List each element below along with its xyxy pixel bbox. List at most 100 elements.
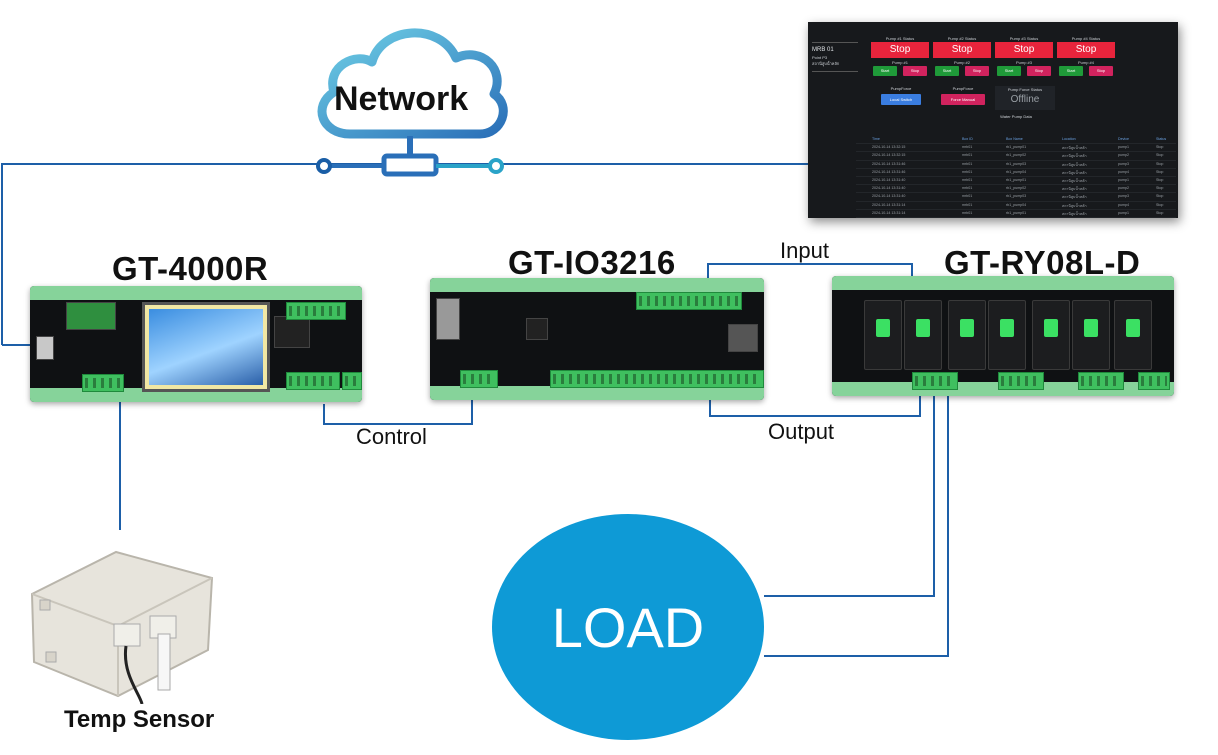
table-cell: Stop (1156, 194, 1164, 199)
table-cell: 2024-10-14 13:31:40 (872, 186, 906, 191)
table-cell: rb1_pump03 (1006, 194, 1027, 199)
table-cell: mrb01 (962, 161, 973, 166)
table-cell: mrb01 (962, 169, 973, 174)
output-label: Output (768, 419, 835, 444)
table-cell: 2024-10-14 13:31:14 (872, 202, 906, 207)
table-cell: 2024-10-14 13:31:40 (872, 177, 906, 182)
table-body: 2024-10-14 13:32:15 mrb01 rb1_pump01 สถานีส… (856, 144, 1176, 218)
pump-3-status-label: Pump #3 Status (1009, 36, 1039, 41)
table-cell: mrb01 (962, 177, 973, 182)
table-cell: Stop (1156, 169, 1164, 174)
table-cell: 2024-10-14 13:31:40 (872, 194, 906, 199)
table-cell: pump2 (1118, 186, 1129, 191)
pump-2-start-button[interactable]: Start (935, 66, 959, 76)
load-wire-1 (764, 384, 935, 597)
input-label: Input (780, 238, 829, 263)
local-switch-button[interactable]: Local Switch (881, 94, 921, 105)
pump-force-label: PumpForce (890, 86, 912, 91)
network-hub-icon (316, 136, 504, 177)
pump-3-stop-button[interactable]: Stop (1027, 66, 1051, 76)
load-circle: LOAD (492, 514, 764, 740)
pump-4-name: Pump #4 (1077, 60, 1094, 65)
gt4000r-title: GT-4000R (112, 250, 269, 287)
table-cell: pump2 (1118, 153, 1129, 158)
table-cell: pump4 (1118, 169, 1129, 174)
control-label: Control (356, 424, 427, 449)
pump-1-name: Pump #1 (891, 60, 908, 65)
table-cell: pump3 (1118, 194, 1129, 199)
table-row: 2024-10-14 13:31:46 mrb01 rb1_pump04 สถานีส… (856, 169, 1176, 177)
table-cell: 2024-10-14 13:32:15 (872, 145, 906, 150)
table-cell: mrb01 (962, 202, 973, 207)
table-cell: สถานีสูบน้ำหลัก (1062, 154, 1087, 159)
pump-4-stop-button[interactable]: Stop (1089, 66, 1113, 76)
wifi-module (66, 302, 116, 330)
table-cell: rb1_pump01 (1006, 177, 1027, 182)
force-manual-button[interactable]: Force Manual (941, 94, 985, 105)
table-cell: สถานีสูบน้ำหลัก (1062, 211, 1087, 216)
table-cell: mrb01 (962, 145, 973, 150)
pump-2-card: Pump #2 Status Stop Pump #2 Start Stop (933, 36, 991, 84)
temp-sensor-device (30, 550, 214, 704)
gtry08ld-title: GT-RY08L-D (944, 244, 1141, 281)
table-cell: สถานีสูบน้ำหลัก (1062, 170, 1087, 175)
table-header: Time Box ID Box Name Location Device Sta… (856, 136, 1176, 145)
pump-1-start-button[interactable]: Start (873, 66, 897, 76)
pump-4-start-button[interactable]: Start (1059, 66, 1083, 76)
pump-force-panel-2: PumpForce Force Manual (933, 86, 993, 110)
table-cell: mrb01 (962, 153, 973, 158)
pump-3-start-button[interactable]: Start (997, 66, 1021, 76)
pump-3-name: Pump #3 (1015, 60, 1032, 65)
pump-2-status: Stop (933, 42, 991, 58)
table-cell: Stop (1156, 177, 1164, 182)
table-cell: rb1_pump01 (1006, 145, 1027, 150)
pump-data-table: Time Box ID Box Name Location Device Sta… (856, 136, 1176, 218)
pump-force-status-panel: Pump Force Status Offline (995, 86, 1055, 110)
sidebar-line1: Point P3 (812, 55, 828, 60)
table-cell: rb1_pump03 (1006, 161, 1027, 166)
pump-2-stop-button[interactable]: Stop (965, 66, 989, 76)
pump-4-status-label: Pump #4 Status (1071, 36, 1101, 41)
control-wire (323, 390, 473, 425)
pump-4-card: Pump #4 Status Stop Pump #4 Start Stop (1057, 36, 1115, 84)
table-cell: rb1_pump04 (1006, 202, 1027, 207)
table-cell: pump3 (1118, 161, 1129, 166)
table-cell: rb1_pump04 (1006, 169, 1027, 174)
temp-sensor-label: Temp Sensor (64, 706, 215, 733)
table-cell: Stop (1156, 145, 1164, 150)
table-cell: 2024-10-14 13:31:14 (872, 210, 906, 215)
pump-1-status-label: Pump #1 Status (885, 36, 915, 41)
pump-force-panel: PumpForce Local Switch (871, 86, 931, 110)
gt4000r-board (30, 286, 362, 402)
table-cell: สถานีสูบน้ำหลัก (1062, 162, 1087, 167)
pump-force-label-2: PumpForce (952, 86, 974, 91)
cloud-icon (317, 28, 508, 139)
table-cell: สถานีสูบน้ำหลัก (1062, 187, 1087, 192)
table-cell: pump1 (1118, 210, 1129, 215)
sidebar-title: MRB 01 (812, 47, 834, 53)
table-cell: 2024-10-14 13:31:46 (872, 161, 906, 166)
pump-1-stop-button[interactable]: Stop (903, 66, 927, 76)
table-cell: 2024-10-14 13:31:46 (872, 169, 906, 174)
table-cell: rb1_pump02 (1006, 153, 1027, 158)
network-line (1, 163, 808, 345)
pump-force-status-value: Offline (1010, 94, 1040, 105)
gtio3216-board (430, 278, 764, 400)
table-cell: pump1 (1118, 145, 1129, 150)
pump-1-card: Pump #1 Status Stop Pump #1 Start Stop (871, 36, 929, 84)
pump-force-status-label: Pump Force Status (1007, 87, 1043, 92)
table-cell: rb1_pump02 (1006, 186, 1027, 191)
table-cell: Stop (1156, 210, 1164, 215)
table-cell: mrb01 (962, 210, 973, 215)
table-row: 2024-10-14 13:31:46 mrb01 rb1_pump03 สถานีส… (856, 161, 1176, 169)
lcd-screen (142, 302, 270, 392)
sidebar-line2: สถานีสูบน้ำหลัก (812, 61, 840, 66)
pump-4-status: Stop (1057, 42, 1115, 58)
